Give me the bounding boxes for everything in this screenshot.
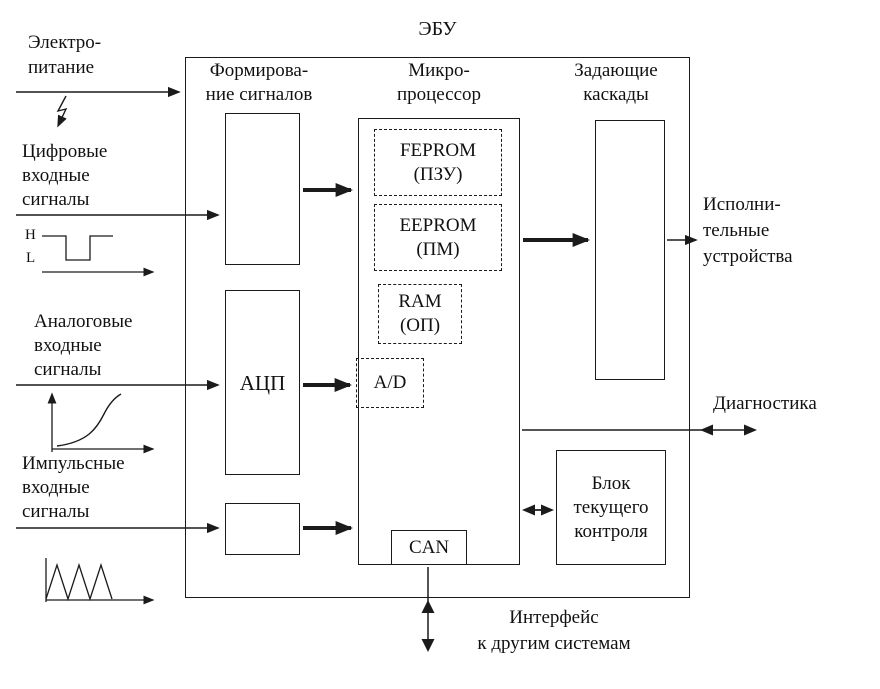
interface-line1: Интерфейс bbox=[509, 607, 599, 628]
ram-label-line1: RAM bbox=[398, 291, 442, 312]
can-block: CAN bbox=[391, 530, 467, 565]
power-line1: Электро- bbox=[28, 32, 102, 53]
pulse-line3: сигналы bbox=[22, 501, 90, 522]
monitoring-block: Блок текущего контроля bbox=[556, 450, 666, 565]
section-label-micro: Микро- процессор bbox=[358, 59, 520, 107]
can-label: CAN bbox=[408, 536, 450, 558]
driver-line1: Задающие bbox=[574, 60, 658, 81]
eeprom-block: EEPROM (ПМ) bbox=[374, 204, 502, 271]
ecu-outer-box bbox=[185, 57, 690, 598]
micro-line1: Микро- bbox=[408, 60, 470, 81]
label-pulse-inputs: Импульсные входные сигналы bbox=[22, 452, 125, 524]
section-label-driver: Задающие каскады bbox=[542, 59, 690, 107]
micro-monitor-arrow bbox=[522, 504, 554, 516]
analog-line3: сигналы bbox=[34, 359, 102, 380]
pulse-line2: входные bbox=[22, 477, 90, 498]
diagnostics-arrow bbox=[522, 424, 757, 436]
wave-level-high: H bbox=[25, 227, 36, 243]
label-analog-inputs: Аналоговые входные сигналы bbox=[34, 310, 132, 382]
driver-line2: каскады bbox=[583, 84, 649, 105]
monitor-label-line2: текущего bbox=[573, 496, 649, 518]
analog-curve-icon bbox=[47, 392, 155, 454]
actuators-line2: тельные bbox=[703, 220, 770, 241]
label-power: Электро- питание bbox=[28, 30, 101, 80]
label-digital-inputs: Цифровые входные сигналы bbox=[22, 140, 107, 212]
can-interface-arrow bbox=[421, 567, 435, 652]
adc-label: АЦП bbox=[239, 370, 286, 395]
label-diagnostics: Диагностика bbox=[713, 393, 817, 414]
driver-stages-block bbox=[595, 120, 665, 380]
monitor-label-line1: Блок bbox=[591, 472, 631, 494]
digital-line1: Цифровые bbox=[22, 141, 108, 162]
digital-forming-block bbox=[225, 113, 300, 265]
monitor-label-line3: контроля bbox=[574, 520, 648, 542]
analog-line1: Аналоговые bbox=[34, 311, 133, 332]
eeprom-label-line1: EEPROM bbox=[399, 214, 477, 236]
feprom-label-line2: (ПЗУ) bbox=[413, 163, 463, 185]
adc-block: АЦП bbox=[225, 290, 300, 475]
digital-line3: сигналы bbox=[22, 189, 90, 210]
forming-line2: ние сигналов bbox=[205, 84, 313, 105]
ram-block: RAM (ОП) bbox=[378, 284, 462, 344]
feprom-label-line1: FEPROM bbox=[399, 139, 477, 161]
eeprom-label-line2: (ПМ) bbox=[416, 238, 460, 260]
forming-line1: Формирова- bbox=[209, 60, 309, 81]
ad-converter-block: A/D bbox=[356, 358, 424, 408]
ad-label: A/D bbox=[373, 372, 407, 393]
pulse-wave-icon bbox=[45, 558, 155, 605]
diagram-title: ЭБУ bbox=[418, 18, 457, 40]
label-actuators: Исполни- тельные устройства bbox=[703, 192, 793, 270]
section-label-forming: Формирова- ние сигналов bbox=[193, 59, 325, 107]
pulse-line1: Импульсные bbox=[22, 453, 125, 474]
feprom-block: FEPROM (ПЗУ) bbox=[374, 129, 502, 196]
square-wave-icon bbox=[42, 235, 155, 277]
actuators-line1: Исполни- bbox=[703, 194, 781, 215]
interface-line2: к другим системам bbox=[477, 633, 631, 654]
lightning-icon bbox=[56, 95, 68, 128]
power-line2: питание bbox=[28, 57, 95, 78]
analog-line2: входные bbox=[34, 335, 102, 356]
actuators-line3: устройства bbox=[703, 246, 793, 267]
ram-label-line2: (ОП) bbox=[399, 315, 441, 336]
label-interface: Интерфейс к другим системам bbox=[440, 605, 668, 657]
wave-level-low: L bbox=[26, 250, 36, 266]
pulse-forming-block bbox=[225, 503, 300, 555]
digital-line2: входные bbox=[22, 165, 90, 186]
micro-line2: процессор bbox=[396, 84, 482, 105]
